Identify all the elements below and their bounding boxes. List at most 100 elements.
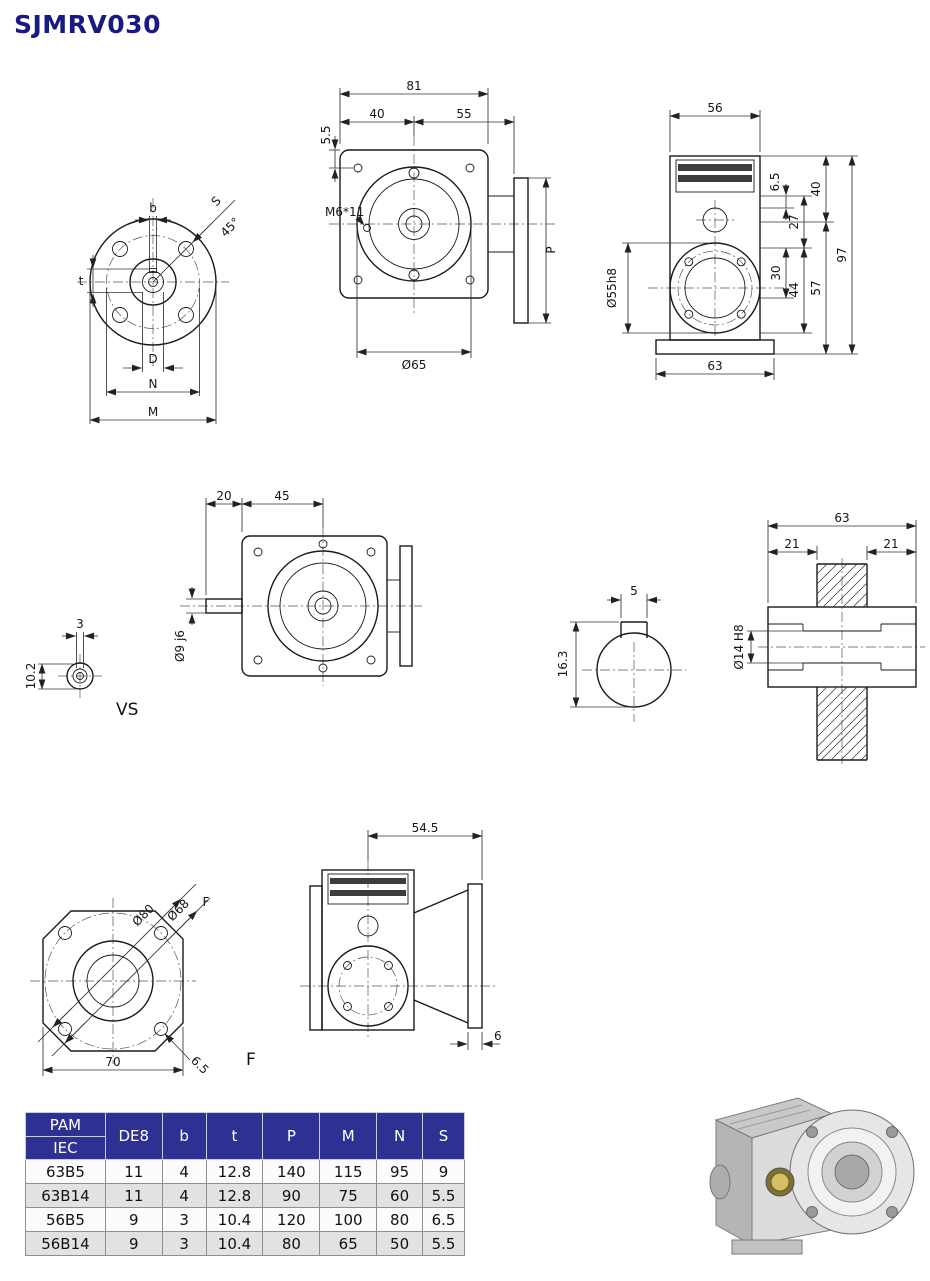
dim-hole-6p5: 6.5 [188, 1053, 211, 1076]
cell: 6.5 [422, 1207, 465, 1232]
cell: 95 [376, 1159, 424, 1184]
cell: 90 [262, 1183, 321, 1208]
hatching [816, 563, 868, 761]
dim-40: 40 [809, 181, 823, 196]
dim-10p2: 10.2 [24, 663, 38, 690]
dim-55: 55 [456, 107, 471, 121]
label-tap: M6*11 [325, 205, 364, 219]
dim-56: 56 [707, 101, 722, 115]
centerlines [300, 860, 497, 1040]
dim-54p5: 54.5 [412, 821, 439, 835]
cell: 11 [104, 1183, 163, 1208]
outline [767, 563, 917, 761]
outline [66, 662, 94, 690]
product-3d-render [709, 1097, 915, 1255]
cell: 75 [319, 1183, 378, 1208]
bore-detail-view: 5 16.3 [556, 584, 686, 722]
spec-table: PAM IEC DE8 b t P M N S 63B5 11 4 12.8 1… [25, 1112, 465, 1256]
table-row: 56B5 9 3 10.4 120 100 80 6.5 [25, 1207, 465, 1232]
dim-57: 57 [809, 280, 823, 295]
centerlines [758, 558, 925, 764]
dimensions: 56 Ø55h8 6.5 27 40 [605, 101, 858, 380]
header-p: P [262, 1112, 321, 1160]
dim-45: 45 [274, 489, 289, 503]
front-view: 81 40 55 5.5 M6*11 P [319, 79, 558, 372]
side-view: 56 Ø55h8 6.5 27 40 [605, 101, 858, 380]
outline [205, 535, 413, 677]
cell: 3 [161, 1231, 207, 1256]
header-de8: DE8 [104, 1112, 163, 1160]
dimensions: 63 21 21 Ø14 H8 [732, 511, 917, 670]
header-t: t [205, 1112, 264, 1160]
centerlines [329, 136, 555, 314]
table-row: 56B14 9 3 10.4 80 65 50 5.5 [25, 1231, 465, 1256]
dimensions: 81 40 55 5.5 M6*11 P [319, 79, 558, 372]
outline [339, 149, 529, 324]
cell: 9 [104, 1207, 163, 1232]
centerlines [180, 528, 422, 686]
dim-b: b [149, 201, 157, 215]
cell: 5.5 [422, 1183, 465, 1208]
cell: 100 [319, 1207, 378, 1232]
dim-6p5: 6.5 [768, 172, 782, 191]
label-f-flange: F [203, 895, 210, 909]
dim-55h8: Ø55h8 [605, 268, 619, 308]
centerlines [30, 898, 196, 1064]
flange-face-view: b S 45° t D N [77, 194, 243, 424]
f-view-label: F [246, 1050, 256, 1070]
header-pam-iec: PAM IEC [25, 1112, 106, 1160]
header-b: b [161, 1112, 207, 1160]
dim-14h8: Ø14 H8 [732, 624, 746, 669]
cell: 11 [104, 1159, 163, 1184]
cell-iec: 63B14 [25, 1183, 106, 1208]
cell: 50 [376, 1231, 424, 1256]
f-flange-view: Ø80 Ø68 F 6.5 70 [30, 883, 212, 1077]
f-side-view: 54.5 6 [300, 821, 502, 1050]
header-m: M [319, 1112, 378, 1160]
hollow-shaft-section-view: 63 21 21 Ø14 H8 [732, 511, 925, 764]
cell: 9 [104, 1231, 163, 1256]
dim-t: t [79, 274, 84, 288]
table-row: 63B14 11 4 12.8 90 75 60 5.5 [25, 1183, 465, 1208]
cell: 5.5 [422, 1231, 465, 1256]
cell: 140 [262, 1159, 321, 1184]
dim-m: M [148, 405, 158, 419]
table-row: 63B5 11 4 12.8 140 115 95 9 [25, 1159, 465, 1184]
dim-p: P [544, 246, 558, 253]
dim-16p3: 16.3 [556, 651, 570, 678]
dim-70: 70 [105, 1055, 120, 1069]
cell: 80 [262, 1231, 321, 1256]
cell: 4 [161, 1183, 207, 1208]
centerlines [58, 654, 102, 698]
dimensions: 5 16.3 [556, 584, 661, 708]
dim-63: 63 [834, 511, 849, 525]
cell: 65 [319, 1231, 378, 1256]
dim-3: 3 [76, 617, 84, 631]
cell: 10.4 [205, 1207, 264, 1232]
dim-45deg: 45° [218, 215, 243, 240]
cell: 80 [376, 1207, 424, 1232]
cell: 10.4 [205, 1231, 264, 1256]
dim-63: 63 [707, 359, 722, 373]
cell: 9 [422, 1159, 465, 1184]
dim-40: 40 [369, 107, 384, 121]
gearbox-3d-badge [765, 1167, 795, 1197]
page-title: SJMRV030 [14, 10, 161, 39]
dim-21-right: 21 [883, 537, 898, 551]
centerlines [582, 642, 686, 722]
dimensions: 3 10.2 [24, 617, 98, 690]
header-iec: IEC [53, 1138, 78, 1157]
dim-65: Ø65 [402, 358, 427, 372]
dim-9j6: Ø9 j6 [173, 630, 187, 662]
dim-21-left: 21 [784, 537, 799, 551]
table-header-row: PAM IEC DE8 b t P M N S [25, 1112, 465, 1160]
header-n: N [376, 1112, 424, 1160]
vs-side-view: 20 45 Ø9 j6 [173, 489, 422, 686]
dim-n: N [149, 377, 158, 391]
dim-s: S [209, 194, 224, 209]
outline [89, 218, 217, 346]
header-s: S [422, 1112, 465, 1160]
header-pam: PAM [26, 1114, 105, 1137]
vs-shaft-end-view: 3 10.2 [24, 617, 102, 698]
